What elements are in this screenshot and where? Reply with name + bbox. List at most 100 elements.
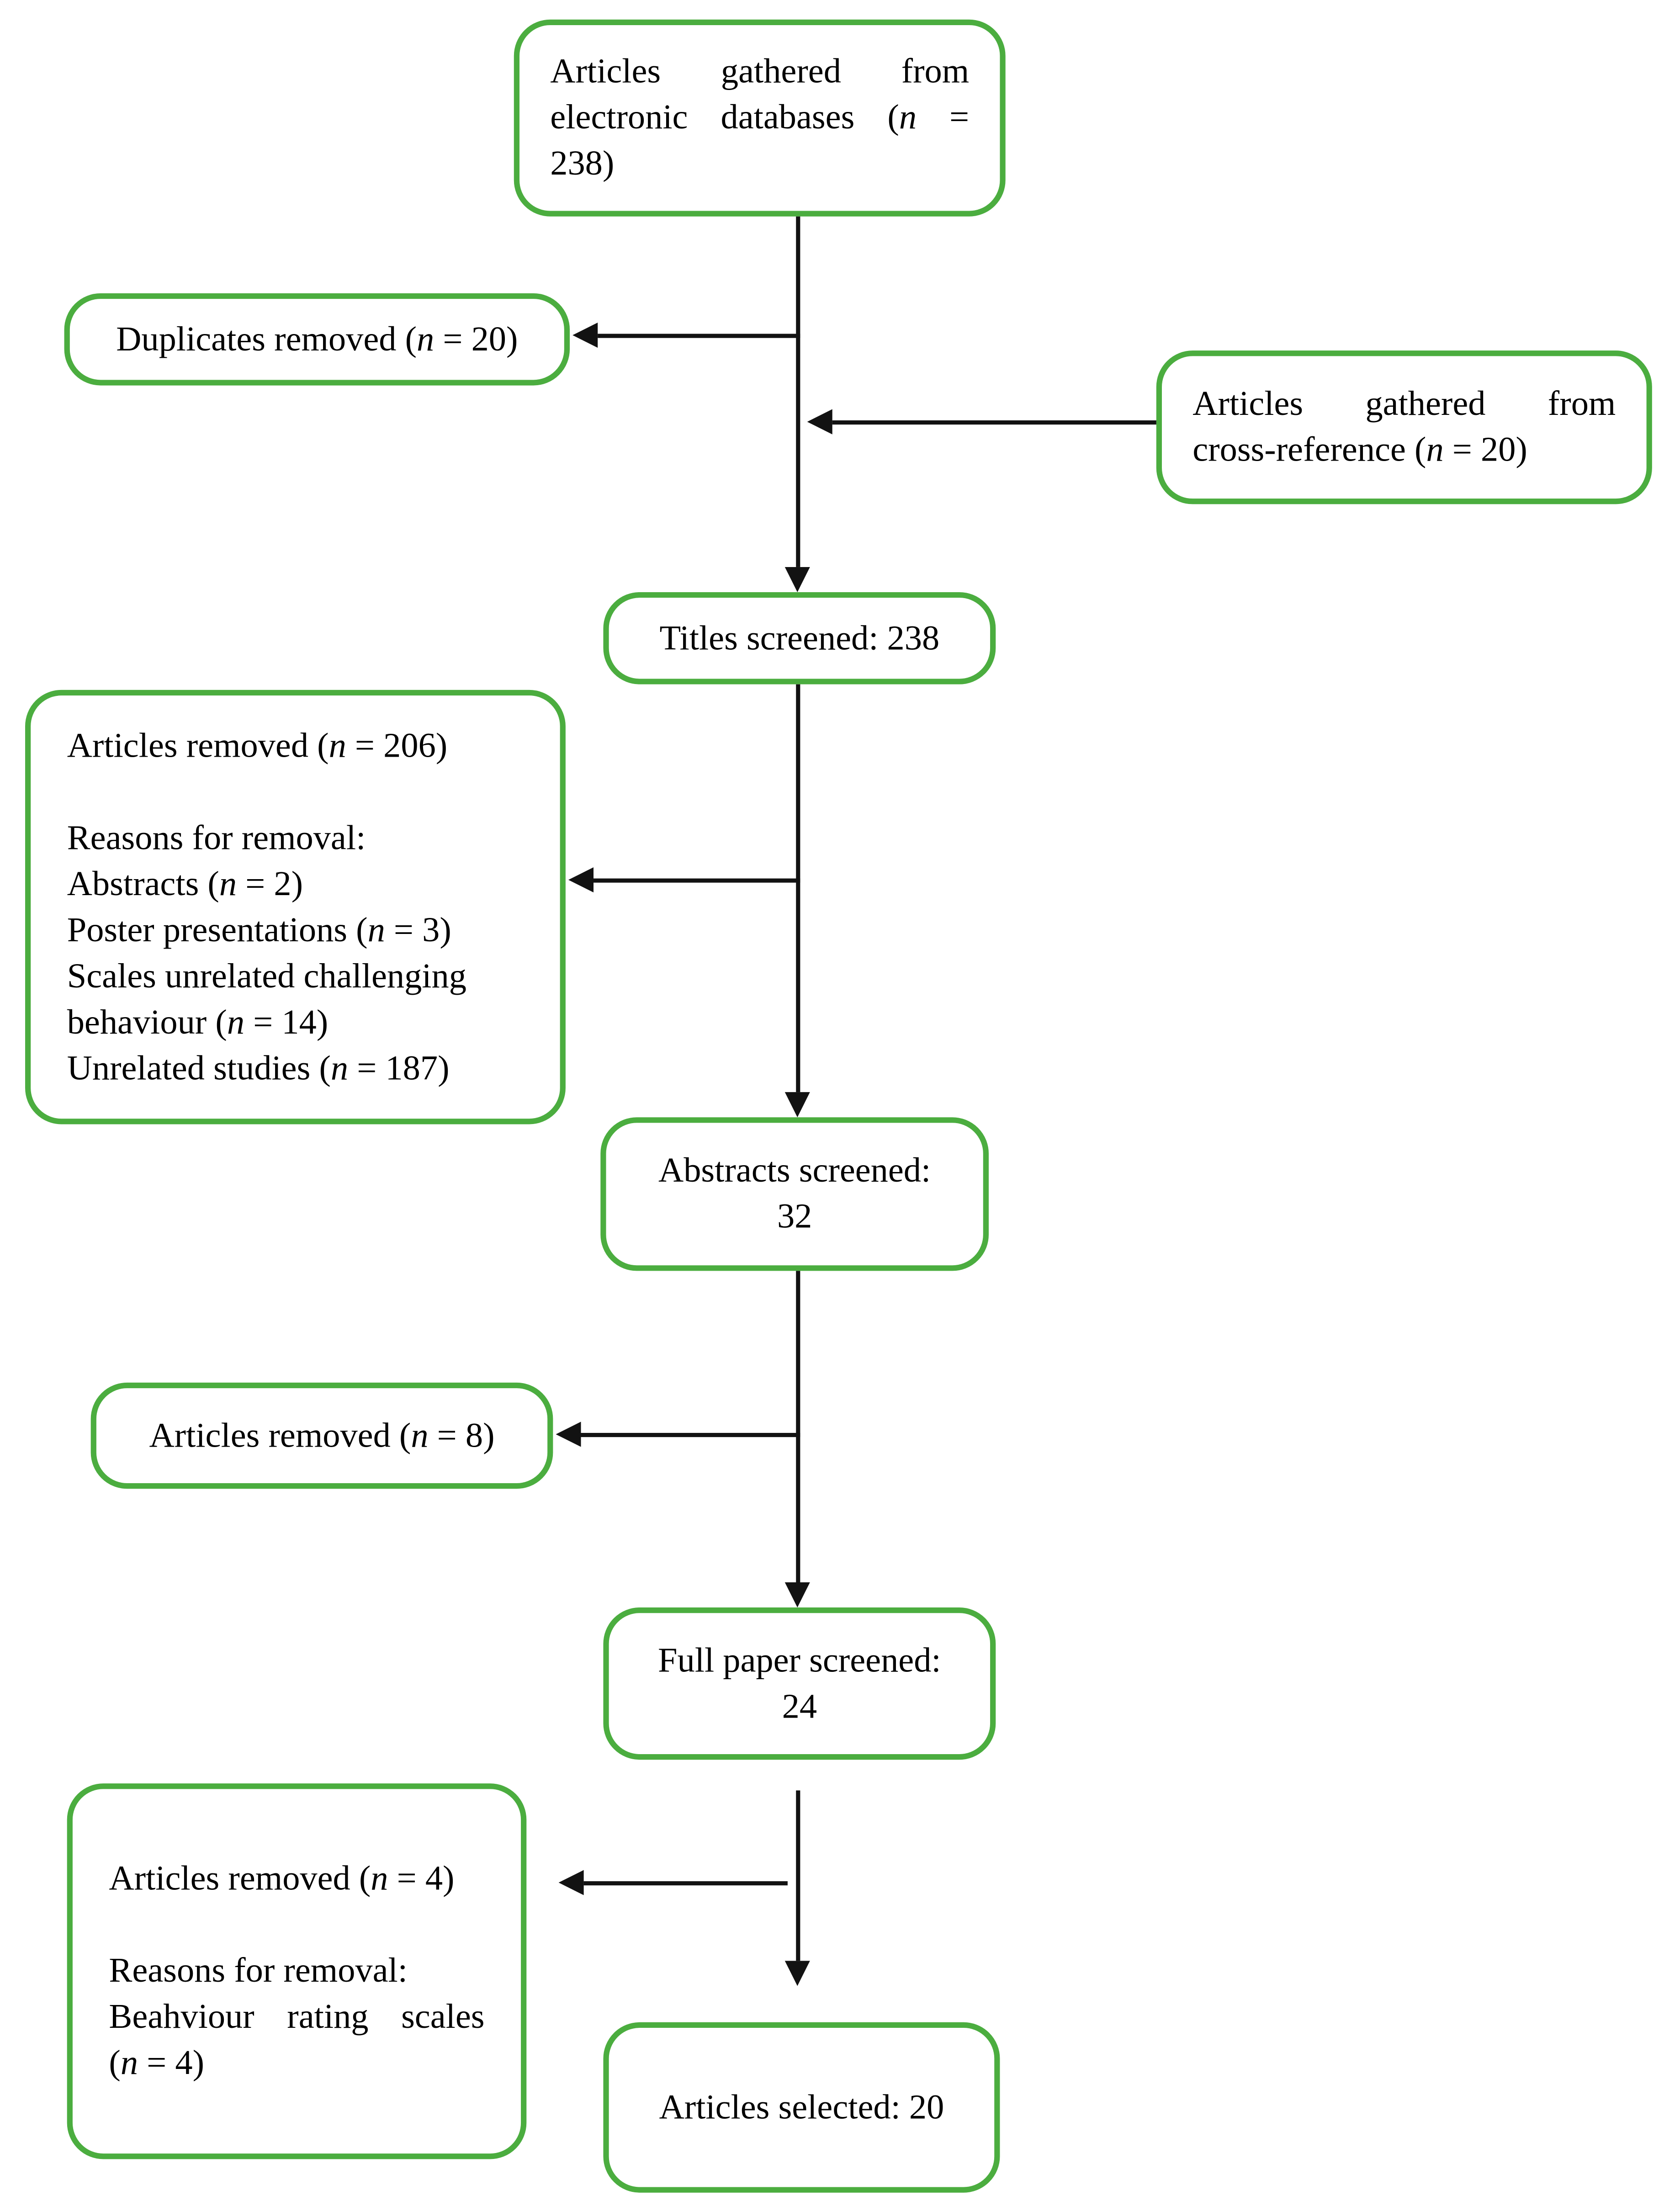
- text-word: 206): [383, 727, 448, 765]
- text-word: =: [253, 1003, 273, 1041]
- text-line: Duplicates removed (n = 20): [84, 316, 550, 362]
- text-word: 20): [1480, 431, 1527, 469]
- text-word: =: [393, 911, 414, 949]
- text-word: Reasons: [67, 819, 184, 857]
- box-articles-removed-4: Articles removed (n = 4) Reasons for rem…: [67, 1783, 527, 2159]
- text-word: Articles: [1192, 385, 1304, 424]
- text-word: removed: [186, 727, 309, 765]
- text-word: Poster: [67, 911, 154, 949]
- arrow-line-titles-to-abstracts: [796, 684, 800, 1093]
- text-word: 4): [175, 2044, 205, 2083]
- text-word: =: [397, 1860, 417, 1898]
- text-line: Articles selected: 20: [623, 2084, 980, 2131]
- text-line: [109, 1902, 484, 1948]
- text-line: Articles removed (n = 4): [109, 1856, 484, 1902]
- text-word: (n: [317, 727, 346, 765]
- text-word: for: [234, 1952, 275, 1990]
- text-word: rating: [287, 1998, 369, 2037]
- text-word: screened:: [809, 1641, 941, 1680]
- box-duplicates-removed: Duplicates removed (n = 20): [64, 293, 570, 386]
- arrowhead-left-into-duplicates: [572, 323, 598, 348]
- arrow-line-full-paper-to-selected: [796, 1790, 800, 1961]
- arrowhead-left-into-removed-4: [558, 1870, 584, 1895]
- arrow-line-to-duplicates-removed: [598, 334, 800, 338]
- text-word: (n: [359, 1860, 388, 1898]
- arrow-line-abstracts-to-full-paper: [796, 1271, 800, 1583]
- text-word: 20): [471, 320, 518, 358]
- arrowhead-left-into-removed-206: [568, 867, 594, 893]
- text-word: =: [357, 1049, 377, 1087]
- text-word: 14): [281, 1003, 329, 1041]
- text-word: =: [355, 727, 375, 765]
- text-line: Unrelated studies (n = 187): [67, 1045, 524, 1092]
- text-word: removal:: [283, 1952, 408, 1990]
- text-word: Unrelated: [67, 1049, 205, 1087]
- text-word: =: [1452, 431, 1472, 469]
- text-line: Articles removed (n = 206): [67, 723, 524, 769]
- text-word: paper: [723, 1641, 801, 1680]
- text-word: removed: [274, 320, 397, 358]
- text-word: (n: [405, 320, 435, 358]
- text-word: (n: [109, 2044, 138, 2083]
- box-titles-screened: Titles screened: 238: [603, 592, 996, 684]
- text-line: Articles removed (n = 8): [110, 1413, 533, 1459]
- text-word: Articles: [109, 1860, 220, 1898]
- text-word: scales: [401, 1998, 485, 2037]
- text-word: Full: [658, 1641, 715, 1680]
- text-word: =: [443, 320, 463, 358]
- text-word: 4): [425, 1860, 455, 1898]
- text-word: =: [245, 865, 265, 903]
- text-word: Titles: [659, 619, 738, 658]
- arrowhead-down-into-full-paper: [784, 1582, 810, 1608]
- text-line: Abstracts (n = 2): [67, 861, 524, 907]
- text-line: cross-reference (n = 20): [1192, 427, 1616, 473]
- text-word: 20: [909, 2088, 944, 2127]
- text-line: 238): [550, 141, 969, 187]
- box-articles-selected: Articles selected: 20: [603, 2022, 1000, 2193]
- text-line: Reasons for removal:: [109, 1948, 484, 1994]
- text-word: challenging: [303, 957, 466, 995]
- arrow-line-to-articles-removed-4: [583, 1881, 788, 1886]
- text-word: selected:: [778, 2088, 901, 2127]
- text-word: (n: [887, 99, 917, 137]
- text-line: behaviour (n = 14): [67, 999, 524, 1045]
- arrowhead-down-into-titles: [784, 567, 810, 592]
- text-word: (n: [319, 1049, 349, 1087]
- text-line: 32: [620, 1194, 969, 1240]
- text-word: 8): [465, 1416, 495, 1455]
- arrow-line-to-articles-removed-8: [581, 1432, 800, 1437]
- text-word: Articles: [67, 727, 178, 765]
- text-word: 238): [550, 145, 615, 183]
- text-word: Articles: [550, 53, 661, 91]
- text-line: [67, 769, 524, 815]
- text-line: Full paper screened:: [623, 1638, 976, 1684]
- text-word: 3): [422, 911, 451, 949]
- text-line: Reasons for removal:: [67, 815, 524, 861]
- text-line: (n = 4): [109, 2041, 484, 2087]
- text-word: 187): [385, 1049, 450, 1087]
- text-word: =: [437, 1416, 457, 1455]
- text-word: screened:: [799, 1152, 931, 1190]
- text-word: from: [901, 53, 970, 91]
- text-line: Abstracts screened:: [620, 1148, 969, 1194]
- text-word: gathered: [1365, 385, 1486, 424]
- arrowhead-left-into-main-line: [807, 409, 832, 435]
- text-line: Scales unrelated challenging: [67, 953, 524, 999]
- text-word: (n: [207, 865, 237, 903]
- box-abstracts-screened: Abstracts screened:32: [600, 1117, 989, 1271]
- text-word: removed: [228, 1860, 350, 1898]
- text-word: gathered: [721, 53, 841, 91]
- text-word: =: [147, 2044, 167, 2083]
- text-word: Reasons: [109, 1952, 226, 1990]
- text-word: Duplicates: [116, 320, 266, 358]
- text-word: 24: [782, 1687, 817, 1726]
- text-word: Articles: [149, 1416, 260, 1455]
- text-word: removed: [268, 1416, 391, 1455]
- box-articles-removed-8: Articles removed (n = 8): [90, 1382, 553, 1489]
- arrow-line-to-articles-removed-206: [594, 878, 800, 883]
- text-word: 2): [274, 865, 303, 903]
- text-line: Poster presentations (n = 3): [67, 907, 524, 953]
